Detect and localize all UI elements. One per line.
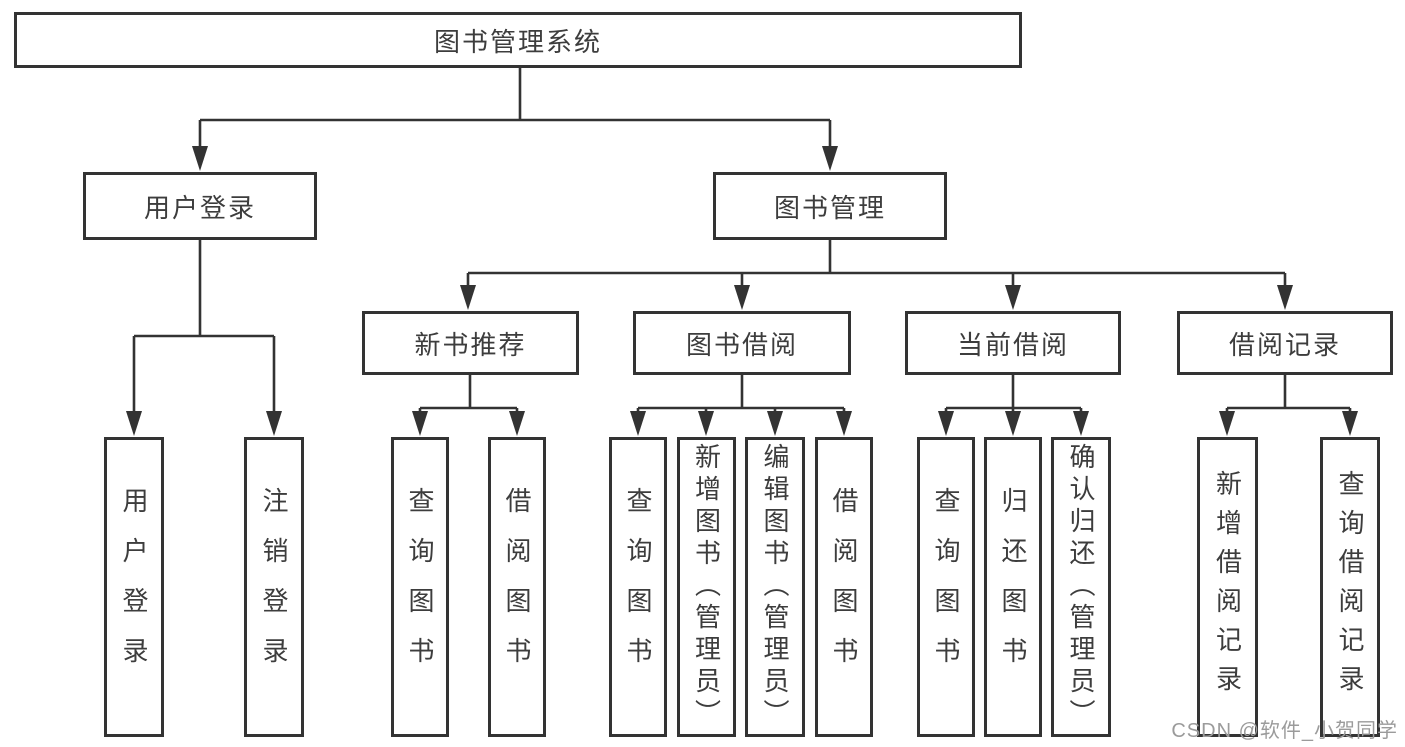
node-book-management: 图书管理 (713, 172, 947, 240)
node-book-borrowing: 图书借阅 (633, 311, 851, 375)
leaf-edit-books-admin: 编辑图书（管理员） (745, 437, 805, 737)
leaf-return-books: 归还图书 (984, 437, 1042, 737)
leaf-confirm-return-admin: 确认归还（管理员） (1051, 437, 1111, 737)
leaf-query-books-current: 查询图书 (917, 437, 975, 737)
leaf-query-borrow-record: 查询借阅记录 (1320, 437, 1380, 737)
csdn-watermark: CSDN @软件_小贺同学 (1171, 720, 1398, 742)
connector-paths (132, 68, 1352, 416)
leaf-user-login: 用户登录 (104, 437, 164, 737)
leaf-query-books-recommend: 查询图书 (391, 437, 449, 737)
node-user-login: 用户登录 (83, 172, 317, 240)
arrowheads (126, 146, 1358, 436)
leaf-add-books-admin: 新增图书（管理员） (677, 437, 736, 737)
leaf-logout: 注销登录 (244, 437, 304, 737)
leaf-borrow-books-borrowing: 借阅图书 (815, 437, 873, 737)
leaf-borrow-books-recommend: 借阅图书 (488, 437, 546, 737)
leaf-add-borrow-record: 新增借阅记录 (1197, 437, 1258, 737)
node-new-book-recommend: 新书推荐 (362, 311, 579, 375)
node-root-system: 图书管理系统 (14, 12, 1022, 68)
node-current-borrowing: 当前借阅 (905, 311, 1121, 375)
leaf-query-books-borrowing: 查询图书 (609, 437, 667, 737)
node-borrowing-records: 借阅记录 (1177, 311, 1393, 375)
